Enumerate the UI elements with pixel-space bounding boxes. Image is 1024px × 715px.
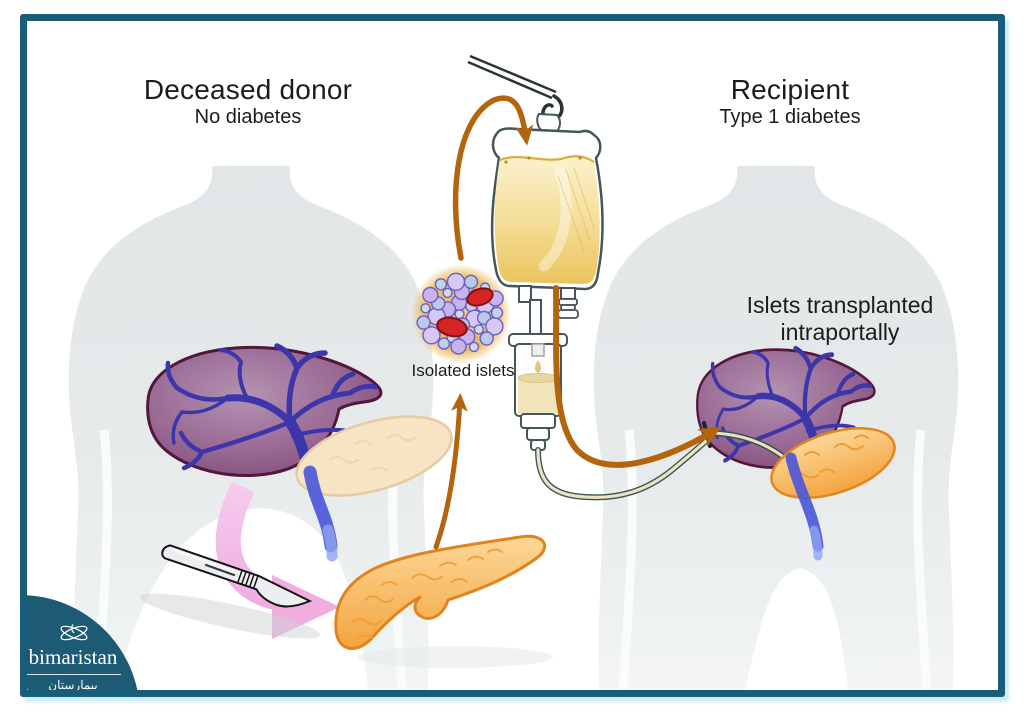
iv-pole: [467, 54, 557, 100]
excised-pancreas-shadow: [357, 646, 553, 668]
donor-title: Deceased donor: [143, 74, 353, 105]
iv-bag: [490, 112, 604, 319]
iv-drip-chamber: [508, 299, 568, 451]
recipient-torso-fade: [745, 568, 848, 690]
donor-portal-vein: [303, 465, 338, 562]
leaf-bow-icon: [52, 620, 96, 646]
excised-pancreas: [334, 534, 547, 650]
donor-subtitle: No diabetes: [194, 106, 302, 128]
logo-brand-arabic: بيمارستان: [48, 678, 98, 692]
isolated-islets-label: Isolated islets: [411, 361, 515, 380]
islets-to-bag-arrow: [452, 95, 534, 261]
iv-bag-fluid: [494, 154, 600, 284]
infusion-to-liver-arrow: [553, 285, 722, 468]
logo-brand: bimaristan: [25, 645, 121, 675]
iv-injection-port: [560, 287, 576, 300]
recipient-subtitle: Type 1 diabetes: [719, 106, 861, 128]
recipient-title: Recipient: [730, 74, 850, 105]
transplant-note: Islets transplanted intraportally: [690, 292, 990, 346]
recipient-portal-vein: [785, 452, 824, 561]
donor-pancreas: [295, 415, 453, 497]
islet-cluster: [411, 264, 511, 364]
islet-red-cell-2: [436, 316, 468, 338]
logo-circle: [27, 595, 140, 690]
transplant-note-line2: intraportally: [780, 319, 900, 345]
islet-isolation-arrow: [433, 392, 468, 550]
islet-red-cell-1: [466, 287, 494, 307]
scalpel-shadow: [139, 593, 321, 639]
scalpel-icon: [161, 544, 313, 608]
transplant-note-line1: Islets transplanted: [746, 292, 934, 318]
